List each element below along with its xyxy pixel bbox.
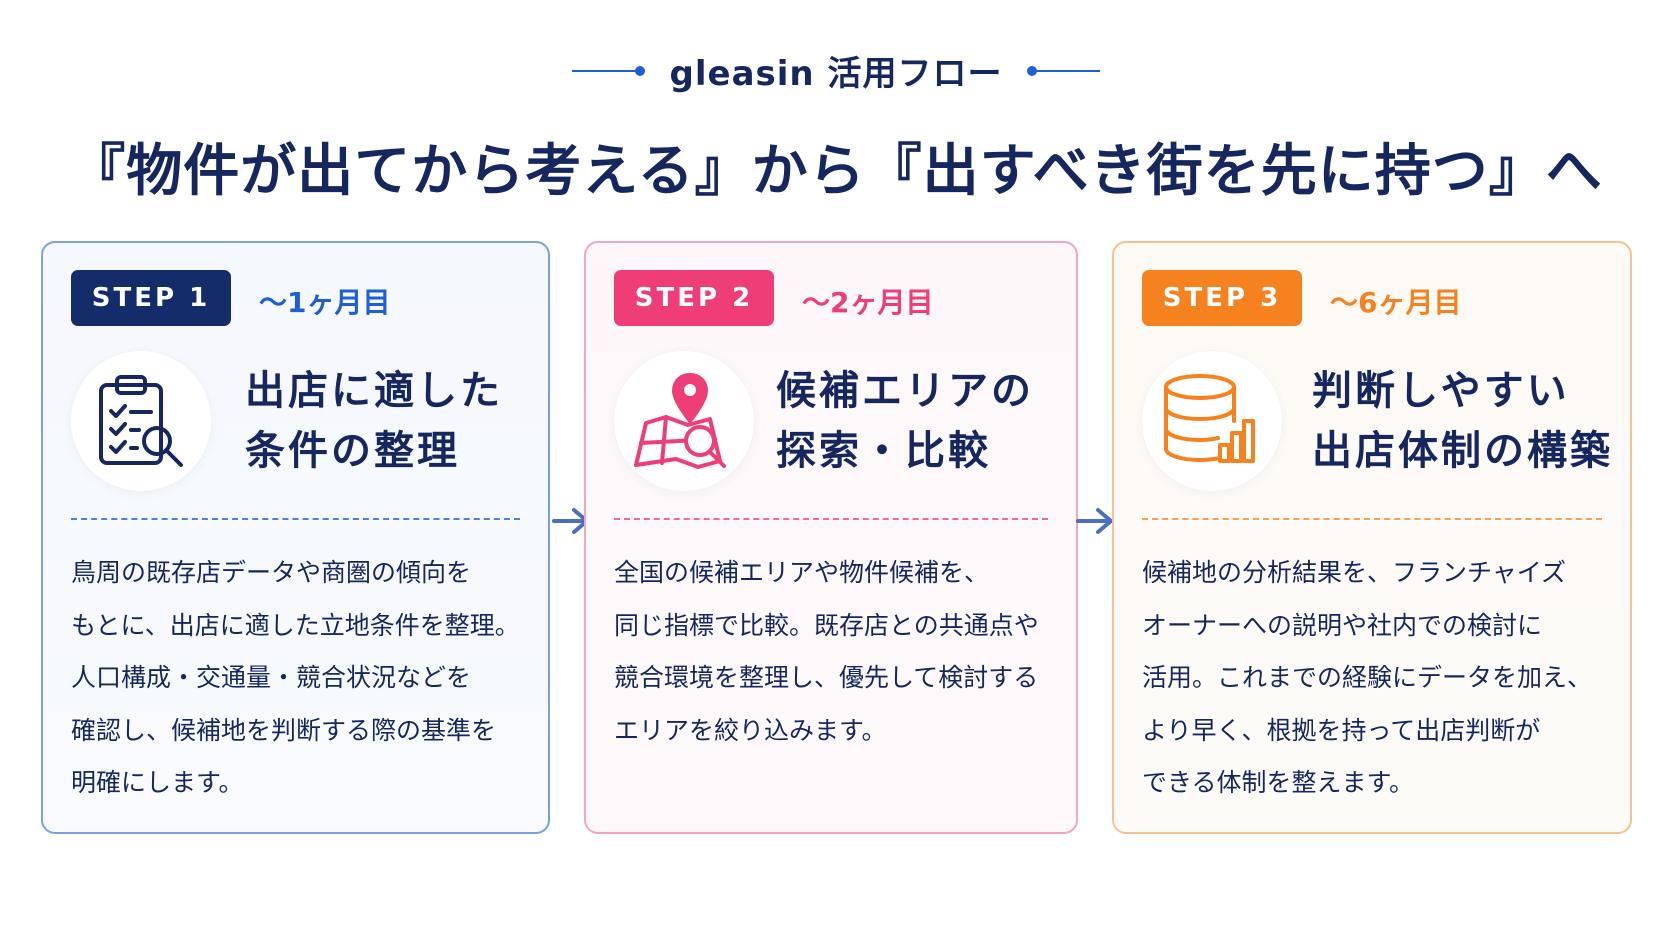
database-chart-icon xyxy=(1142,351,1282,491)
step-1-title-line: 条件の整理 xyxy=(245,428,460,474)
step-3-title-line: 出店体制の構築 xyxy=(1312,428,1613,474)
step-2-title: 候補エリアの 探索・比較 xyxy=(776,361,1034,481)
clipboard-checklist-icon xyxy=(71,351,211,491)
step-2-title-line: 候補エリアの xyxy=(776,368,1034,414)
eyebrow-line-left xyxy=(571,65,645,76)
step-1-title: 出店に適した 条件の整理 xyxy=(245,361,503,481)
step-1-text-line: 人口構成・交通量・競合状況などを xyxy=(71,663,472,692)
step-3-text-line: オーナーへの説明や社内での検討に xyxy=(1142,610,1543,640)
step-2-divider xyxy=(614,518,1048,520)
step-3-description: 候補地の分析結果を、フランチャイズ オーナーへの説明や社内での検討に 活用。これ… xyxy=(1142,547,1610,810)
step-1-text-line: もとに、出店に適した立地条件を整理。 xyxy=(71,610,520,640)
step-2-period: 〜2ヶ月目 xyxy=(802,286,934,319)
section-eyebrow: gleasin 活用フロー xyxy=(0,46,1672,95)
page-headline: 『物件が出てから考える』から『出すべき街を先に持つ』へ xyxy=(69,139,1603,204)
step-2-title-line: 探索・比較 xyxy=(776,428,991,474)
step-1-description: 鳥周の既存店データや商圏の傾向を もとに、出店に適した立地条件を整理。 人口構成… xyxy=(71,547,528,810)
step-1-text-line: 確認し、候補地を判断する際の基準を xyxy=(71,715,497,745)
step-2-text-line: 同じ指標で比較。既存店との共通点や xyxy=(614,610,1039,640)
step-3-title: 判断しやすい 出店体制の構築 xyxy=(1312,361,1613,481)
step-3-text-line: より早く、根拠を持って出店判断が xyxy=(1142,715,1541,745)
step-1-badge: STEP 1 xyxy=(71,270,231,326)
step-1-period: 〜1ヶ月目 xyxy=(259,286,391,319)
step-3-text-line: 活用。これまでの経験にデータを加え、 xyxy=(1142,663,1593,692)
arrow-right-icon xyxy=(1076,508,1113,534)
step-1-text-line: 鳥周の既存店データや商圏の傾向を xyxy=(71,558,472,587)
step-3-divider xyxy=(1142,518,1602,520)
eyebrow-line-right xyxy=(1027,65,1101,76)
step-2-badge: STEP 2 xyxy=(614,270,774,326)
step-3-text-line: 候補地の分析結果を、フランチャイズ xyxy=(1142,558,1567,587)
step-2-text-line: エリアを絞り込みます。 xyxy=(614,715,887,745)
step-1-divider xyxy=(71,518,520,520)
step-3-title-line: 判断しやすい xyxy=(1312,368,1570,414)
step-1-card: STEP 1 〜1ヶ月目 出店に適した 条件の整理 鳥周の既存店データや商圏の傾… xyxy=(41,241,550,834)
step-2-text-line: 全国の候補エリアや物件候補を、 xyxy=(614,558,990,587)
step-3-period: 〜6ヶ月目 xyxy=(1330,286,1462,319)
map-pin-search-icon xyxy=(614,351,754,491)
eyebrow-text: gleasin 活用フロー xyxy=(669,54,1003,94)
step-3-text-line: できる体制を整えます。 xyxy=(1142,768,1415,797)
step-1-text-line: 明確にします。 xyxy=(71,768,244,797)
step-1-title-line: 出店に適した xyxy=(245,368,503,414)
step-2-text-line: 競合環境を整理し、優先して検討する xyxy=(614,663,1039,692)
step-3-badge: STEP 3 xyxy=(1142,270,1302,326)
step-2-card: STEP 2 〜2ヶ月目 候補エリアの 探索・比較 全国の候補エリアや物件候補を… xyxy=(584,241,1078,834)
step-2-description: 全国の候補エリアや物件候補を、 同じ指標で比較。既存店との共通点や 競合環境を整… xyxy=(614,547,1056,757)
step-3-card: STEP 3 〜6ヶ月目 判断しやすい 出店体制の構築 候補地の分析結果を、フラ… xyxy=(1112,241,1632,834)
